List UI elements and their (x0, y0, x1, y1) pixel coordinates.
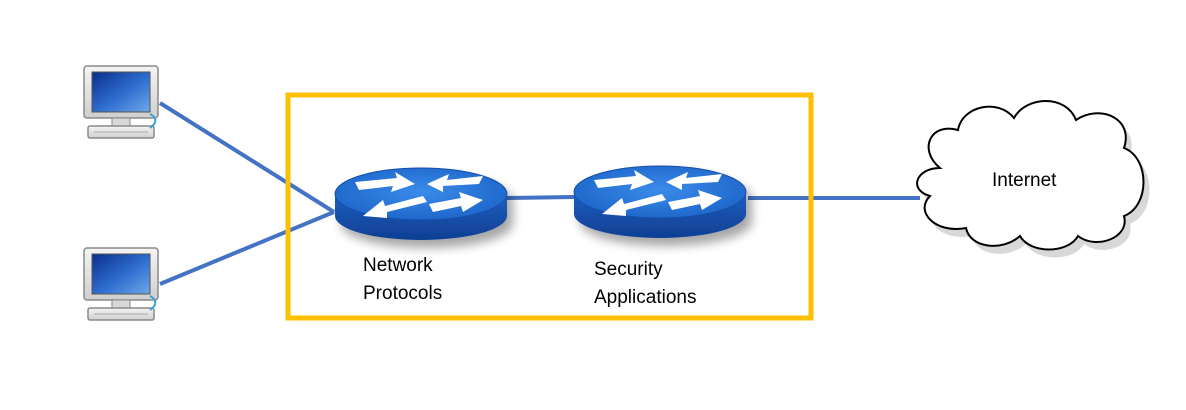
router-1-label-line1: Network (363, 255, 433, 276)
link-computer-bottom-router-1 (159, 210, 335, 286)
desktop-computer-icon (83, 247, 159, 321)
cloud-icon (916, 100, 1150, 258)
desktop-computer-icon (83, 65, 159, 139)
router-2-label-line1: Security (594, 259, 663, 280)
connection-lines (158, 101, 920, 286)
router-2-label: Security Applications (594, 256, 696, 312)
router-2-label-line2: Applications (594, 287, 697, 308)
link-computer-top-router-1 (158, 101, 336, 214)
cloud-label: Internet (992, 167, 1056, 195)
network-boundary-frame (285, 92, 814, 321)
router-icon (573, 165, 747, 238)
router-icon (334, 167, 508, 240)
router-1-label: Network Protocols (363, 252, 442, 308)
cloud-label-text: Internet (992, 170, 1057, 191)
link-router-1-router-2 (504, 195, 575, 200)
router-1-label-line2: Protocols (363, 283, 443, 304)
